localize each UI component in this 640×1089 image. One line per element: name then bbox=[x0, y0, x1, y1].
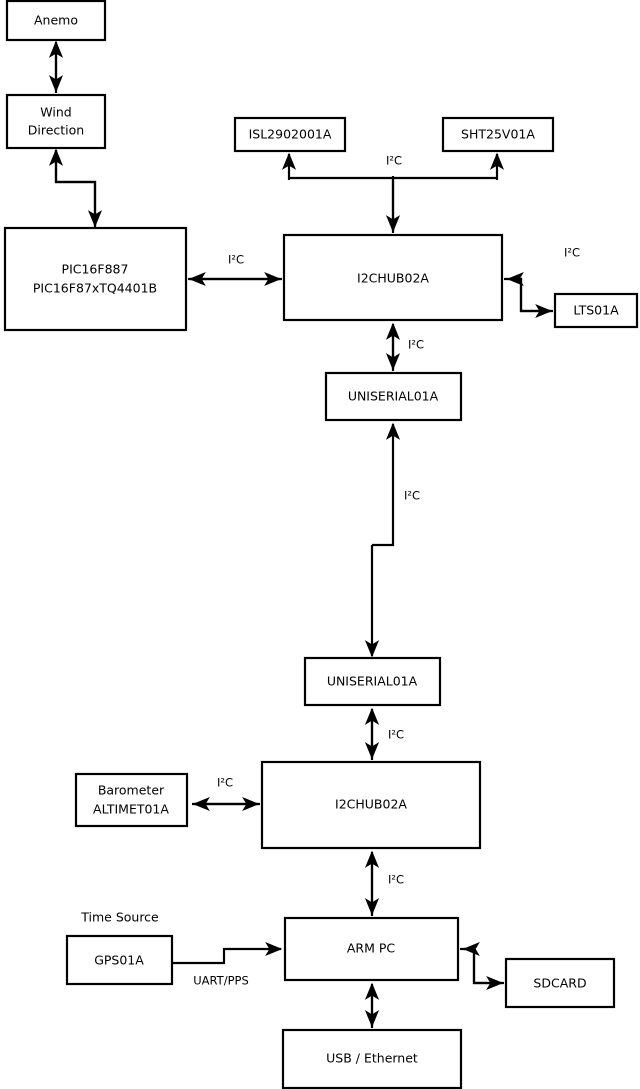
edge-label-barometer-to-hub: I²C bbox=[217, 776, 233, 790]
node-label-gps01a: GPS01A bbox=[94, 953, 144, 968]
edge-label-uniserial-to-hub-bottom: I²C bbox=[388, 728, 404, 742]
edge-label-uniserial-link: I²C bbox=[404, 489, 420, 503]
node-label-usb-ethernet: USB / Ethernet bbox=[326, 1051, 418, 1066]
node-label-wind-direction-line2: Direction bbox=[28, 123, 84, 138]
node-arm-pc[interactable]: ARM PC bbox=[283, 916, 460, 982]
node-label-sdcard: SDCARD bbox=[533, 976, 586, 991]
node-label-wind-direction-line1: Wind bbox=[40, 105, 71, 120]
node-label-pic-line1: PIC16F887 bbox=[62, 262, 129, 277]
edge-label-hub-to-armpc: I²C bbox=[388, 873, 404, 887]
node-sht25v01a[interactable]: SHT25V01A bbox=[441, 116, 555, 153]
edge-uniserial-upper-to-lower: I²C bbox=[364, 422, 420, 658]
node-label-arm-pc: ARM PC bbox=[347, 941, 396, 956]
edge-pic-to-wind-direction bbox=[48, 148, 97, 228]
node-label-uniserial01a-lower: UNISERIAL01A bbox=[327, 674, 418, 689]
node-label-sht25v01a: SHT25V01A bbox=[461, 127, 535, 142]
edge-label-hub-to-uniserial: I²C bbox=[408, 338, 424, 352]
edge-uniserial-lower-to-i2chub-bottom: I²C bbox=[364, 707, 404, 760]
node-lts01a[interactable]: LTS01A bbox=[553, 292, 639, 329]
node-label-lts01a: LTS01A bbox=[573, 303, 619, 318]
edge-pic-to-i2chub-top: I²C bbox=[188, 253, 282, 287]
node-label-i2chub02a-top: I2CHUB02A bbox=[357, 271, 429, 286]
edge-barometer-to-i2chub-bottom: I²C bbox=[192, 776, 260, 812]
node-uniserial01a-upper[interactable]: UNISERIAL01A bbox=[324, 371, 463, 422]
node-isl2902001a[interactable]: ISL2902001A bbox=[233, 116, 347, 153]
node-label-anemo: Anemo bbox=[34, 13, 78, 28]
node-label-isl2902001a: ISL2902001A bbox=[249, 127, 332, 142]
node-label-barometer-line2: ALTIMET01A bbox=[93, 802, 169, 817]
node-uniserial01a-lower[interactable]: UNISERIAL01A bbox=[303, 656, 442, 707]
edge-label-gps-to-armpc: UART/PPS bbox=[193, 974, 249, 988]
node-label-i2chub02a-bottom: I2CHUB02A bbox=[335, 797, 407, 812]
node-i2chub02a-bottom[interactable]: I2CHUB02A bbox=[260, 760, 482, 850]
node-label-uniserial01a-upper: UNISERIAL01A bbox=[348, 389, 439, 404]
edge-armpc-to-sdcard bbox=[460, 941, 504, 991]
edge-label-hub-to-sensors: I²C bbox=[386, 154, 402, 168]
edge-gps-to-armpc: UART/PPS bbox=[172, 941, 283, 988]
edge-label-hub-to-lts: I²C bbox=[564, 246, 580, 260]
node-label-pic-line2: PIC16F87xTQ4401B bbox=[33, 281, 157, 296]
node-pic-microcontroller[interactable]: PIC16F887 PIC16F87xTQ4401B bbox=[3, 226, 188, 332]
edge-i2chub-top-to-lts: I²C bbox=[504, 246, 580, 319]
edge-label-pic-to-hub: I²C bbox=[228, 253, 244, 267]
node-wind-direction[interactable]: Wind Direction bbox=[5, 93, 107, 150]
node-gps01a[interactable]: GPS01A bbox=[65, 934, 174, 986]
node-anemo[interactable]: Anemo bbox=[5, 0, 107, 42]
edge-i2chub-top-to-sensors: I²C bbox=[281, 152, 505, 233]
node-sdcard[interactable]: SDCARD bbox=[504, 957, 616, 1009]
node-usb-ethernet[interactable]: USB / Ethernet bbox=[281, 1028, 463, 1089]
node-label-barometer-line1: Barometer bbox=[98, 783, 165, 798]
edge-wind-direction-to-pic bbox=[54, 150, 103, 228]
label-time-source: Time Source bbox=[80, 910, 159, 925]
edge-i2chub-bottom-to-armpc: I²C bbox=[364, 850, 404, 916]
edge-i2chub-top-to-uniserial-upper: I²C bbox=[385, 322, 424, 371]
node-i2chub02a-top[interactable]: I2CHUB02A bbox=[282, 233, 504, 322]
node-barometer-altimet01a[interactable]: Barometer ALTIMET01A bbox=[74, 772, 189, 828]
